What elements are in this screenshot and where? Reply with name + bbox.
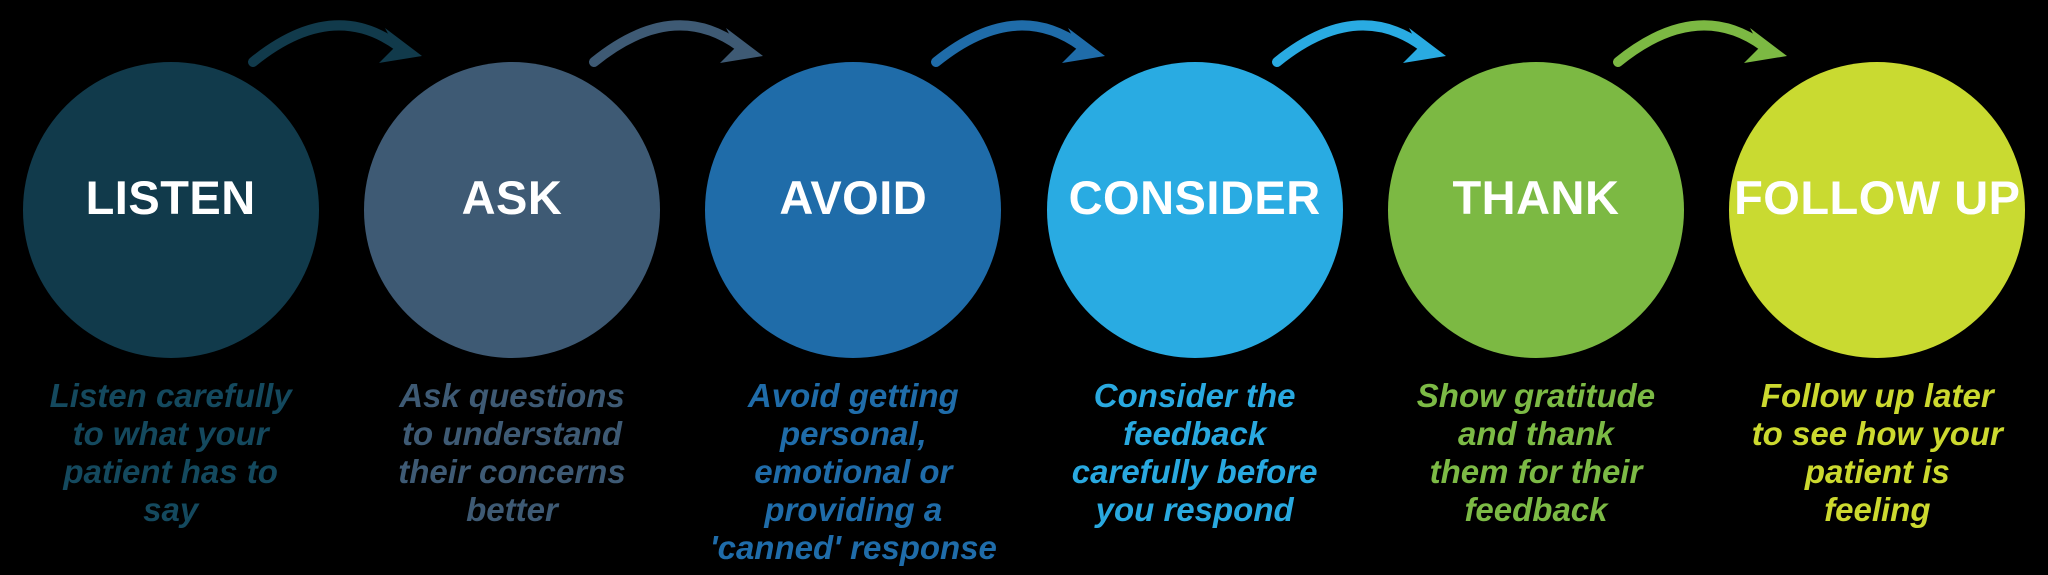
- step-ask: ASK Ask questions to understand their co…: [341, 0, 764, 575]
- step-label: LISTEN: [85, 170, 256, 224]
- step-description: Avoid getting personal, emotional or pro…: [709, 377, 997, 566]
- step-avoid: AVOID Avoid getting personal, emotional …: [683, 0, 1105, 575]
- step-circle: LISTEN: [22, 62, 319, 358]
- arrow-arc: [1271, 20, 1427, 67]
- step-description: Follow up later to see how your patient …: [1751, 377, 2003, 528]
- arrow-head: [1061, 28, 1105, 63]
- step-description: Ask questions to understand their concer…: [398, 377, 626, 528]
- step-label: FOLLOW UP: [1734, 170, 2021, 224]
- arrow-head: [720, 28, 764, 63]
- arrow-head: [1402, 28, 1446, 63]
- step-description: Show gratitude and thank them for their …: [1416, 377, 1656, 528]
- step-circle: CONSIDER: [1046, 62, 1343, 358]
- arrow-head: [379, 28, 422, 63]
- arrow-arc: [589, 20, 745, 67]
- step-follow-up: FOLLOW UP Follow up later to see how you…: [1707, 0, 2048, 575]
- curved-arrow-icon: [1613, 20, 1788, 67]
- curved-arrow-icon: [1271, 20, 1446, 67]
- step-circle: AVOID: [705, 62, 1002, 358]
- step-description: Listen carefully to what your patient ha…: [49, 377, 292, 528]
- curved-arrow-icon: [930, 20, 1105, 67]
- step-listen: LISTEN Listen carefully to what your pat…: [0, 0, 422, 575]
- step-description: Consider the feedback carefully before y…: [1071, 377, 1318, 528]
- step-circle: FOLLOW UP: [1729, 62, 2026, 358]
- arrow-arc: [930, 20, 1086, 67]
- step-thank: THANK Show gratitude and thank them for …: [1365, 0, 1788, 575]
- curved-arrow-icon: [248, 20, 422, 67]
- step-consider: CONSIDER Consider the feedback carefully…: [1024, 0, 1446, 575]
- step-label: CONSIDER: [1068, 170, 1321, 224]
- arrow-head: [1744, 28, 1788, 63]
- curved-arrow-icon: [589, 20, 764, 67]
- step-circle: ASK: [363, 62, 660, 358]
- arrow-arc: [1613, 20, 1769, 67]
- step-circle: THANK: [1387, 62, 1684, 358]
- step-label: THANK: [1452, 170, 1620, 224]
- arrow-arc: [248, 20, 403, 67]
- step-label: AVOID: [779, 170, 928, 224]
- step-label: ASK: [461, 170, 563, 224]
